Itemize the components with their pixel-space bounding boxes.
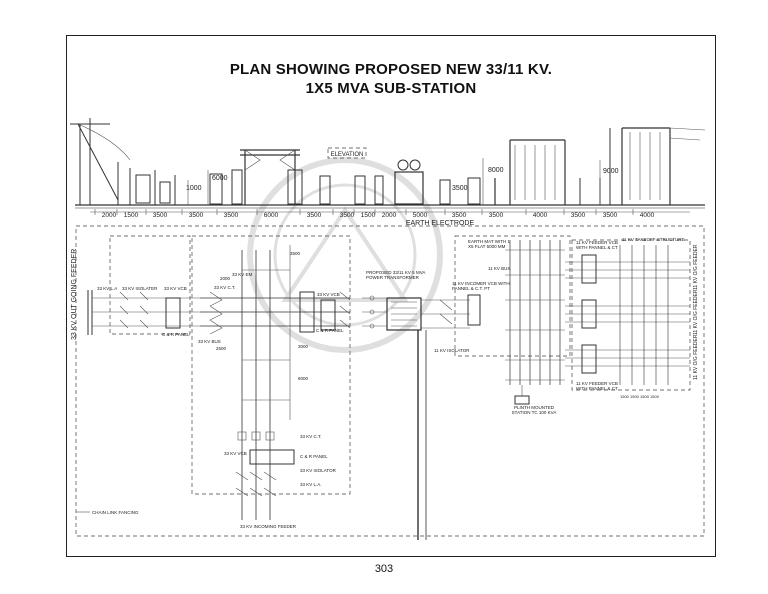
- feeder-vcb-top-label-box: 11 KV FEEDER VCB WITH PANNEL & CT: [576, 240, 618, 250]
- dim-3000: 3000: [298, 344, 309, 349]
- takeoff-label: 11 KV TAKEOFF STRUCTURE: [622, 237, 685, 242]
- dim-2500: 2500: [216, 346, 227, 351]
- feeder-vcb-bottom-label: 11 KV FEEDER VCB WITH PANNEL & CT: [576, 381, 618, 391]
- bay-dim-label: 5000: [413, 212, 428, 219]
- og-feeder-label-3: 11 KV O/G FEEDER: [693, 334, 699, 380]
- height-6000: 6000: [212, 175, 228, 182]
- incomer-vcb-label-box: 11 KV INCOMER VCB WITH PANNEL & C.T. PT: [452, 281, 510, 291]
- og-feeder-label-1: 11 KV O/G FEEDER: [693, 244, 699, 290]
- bay-dim-label: 3500: [489, 212, 504, 219]
- bay-dim-label: 4000: [533, 212, 548, 219]
- bay-dim-label: 6000: [264, 212, 279, 219]
- height-9000: 9000: [603, 168, 619, 175]
- drawing-frame: [66, 35, 716, 557]
- cr-panel-left-label: C & R PANEL: [162, 332, 190, 337]
- bay-dim-label: 3500: [189, 212, 204, 219]
- bay-dim-label: 3500: [307, 212, 322, 219]
- plinth-label-box: PLINTH MOUNTED STATION TC 100 KVA: [511, 405, 557, 415]
- height-3500: 3500: [452, 185, 468, 192]
- la-33-bottom-label: 33 KV L.A.: [300, 482, 322, 487]
- la-33-label: 33 KV L.A: [97, 286, 117, 291]
- watermark-seal: [247, 157, 443, 353]
- elevation-label: ELEVATION: [331, 152, 364, 158]
- feeder-vcb-top-label: 11 KV FEEDER VCB WITH PANNEL & CT: [576, 240, 618, 250]
- bay-dim-label: 2000: [102, 212, 117, 219]
- vcb-33-left-label: 33 KV VCB: [164, 286, 187, 291]
- isolator-11-label: 11 KV ISOLATOR: [434, 348, 470, 353]
- outgoing-feeder-label: 33 KV OUT GOING FEEDER: [71, 249, 78, 340]
- earth-mat-label: EARTH MAT WITH 1 X5 FLAT 5000 MM: [468, 239, 511, 249]
- ct-33-bottom-label: 33 KV C.T.: [300, 434, 322, 439]
- energy-meter-label: 33 KV EM: [232, 272, 253, 277]
- plan-view: [75, 225, 705, 540]
- dim-2000: 2000: [220, 276, 231, 281]
- bus-11-label: 11 KV BUS: [488, 266, 510, 271]
- drawing-title-line1: PLAN SHOWING PROPOSED NEW 33/11 KV.: [229, 61, 553, 78]
- bay-dim-label: 1500: [361, 212, 376, 219]
- plinth-label: PLINTH MOUNTED STATION TC 100 KVA: [511, 405, 557, 415]
- dim-3500: 3500: [290, 251, 301, 256]
- incomer-vcb-label: 11 KV INCOMER VCB WITH PANNEL & C.T. PT: [452, 281, 510, 291]
- bay-dim-label: 3500: [452, 212, 467, 219]
- cr-panel-mid-label: C & R PANEL: [316, 328, 344, 333]
- fencing-label: CHAIN LINK FANCING: [92, 510, 139, 515]
- height-1000: 1000: [186, 185, 202, 192]
- bay-dimension-row: 2000 1500 3500 3500 3500 6000 3500 3500 1500 2000…: [94, 209, 655, 219]
- og-feeder-label-2: 11 KV O/G FEEDER: [693, 289, 699, 335]
- incoming-feeder-label: 33 KV INCOMING FEEDER: [240, 524, 297, 529]
- drawing-title-line2: 1X5 MVA SUB-STATION: [305, 80, 477, 97]
- earth-mat-label-box: EARTH MAT WITH 1 X5 FLAT 5000 MM: [468, 239, 511, 249]
- bay-dim-label: 3500: [571, 212, 586, 219]
- height-8000: 8000: [488, 167, 504, 174]
- bay-dim-label: 1500: [124, 212, 139, 219]
- isolater-33-label: 33 KV ISOLATER: [122, 286, 158, 291]
- bay-dim-label: 4000: [640, 212, 655, 219]
- earth-electrode-label: EARTH ELECTRODE: [406, 220, 475, 227]
- transformer-label-box: PROPOSED 33/11 KV 5 MVA POWER TRANSFORME…: [366, 270, 426, 280]
- bay-dim-label: 3500: [153, 212, 168, 219]
- transformer-label: PROPOSED 33/11 KV 5 MVA POWER TRANSFORME…: [366, 270, 426, 280]
- bottom-dims: 1500 1500 1500 1500: [620, 394, 660, 399]
- isolator-33-bottom-label: 33 KV ISOLATOR: [300, 468, 337, 473]
- page-number: 303: [374, 563, 394, 575]
- bay-dim-label: 3500: [603, 212, 618, 219]
- bay-dim-label: 3500: [340, 212, 355, 219]
- feeder-vcb-bottom-label-box: 11 KV FEEDER VCB WITH PANNEL & CT: [576, 381, 618, 391]
- vcb-33-mid-label: 33 KV VCB: [317, 292, 340, 297]
- dim-6000: 6000: [298, 376, 309, 381]
- bay-dim-label: 2000: [382, 212, 397, 219]
- bay-dim-label: 3500: [224, 212, 239, 219]
- vcb-33-bottom-label: 33 KV VCB: [224, 451, 247, 456]
- elevation-view: [70, 118, 706, 209]
- ct-33-left-label: 33 KV C.T.: [214, 285, 236, 290]
- bus-33-label: 33 KV BUS: [198, 339, 221, 344]
- cr-panel-bottom-label: C & R PANEL: [300, 454, 328, 459]
